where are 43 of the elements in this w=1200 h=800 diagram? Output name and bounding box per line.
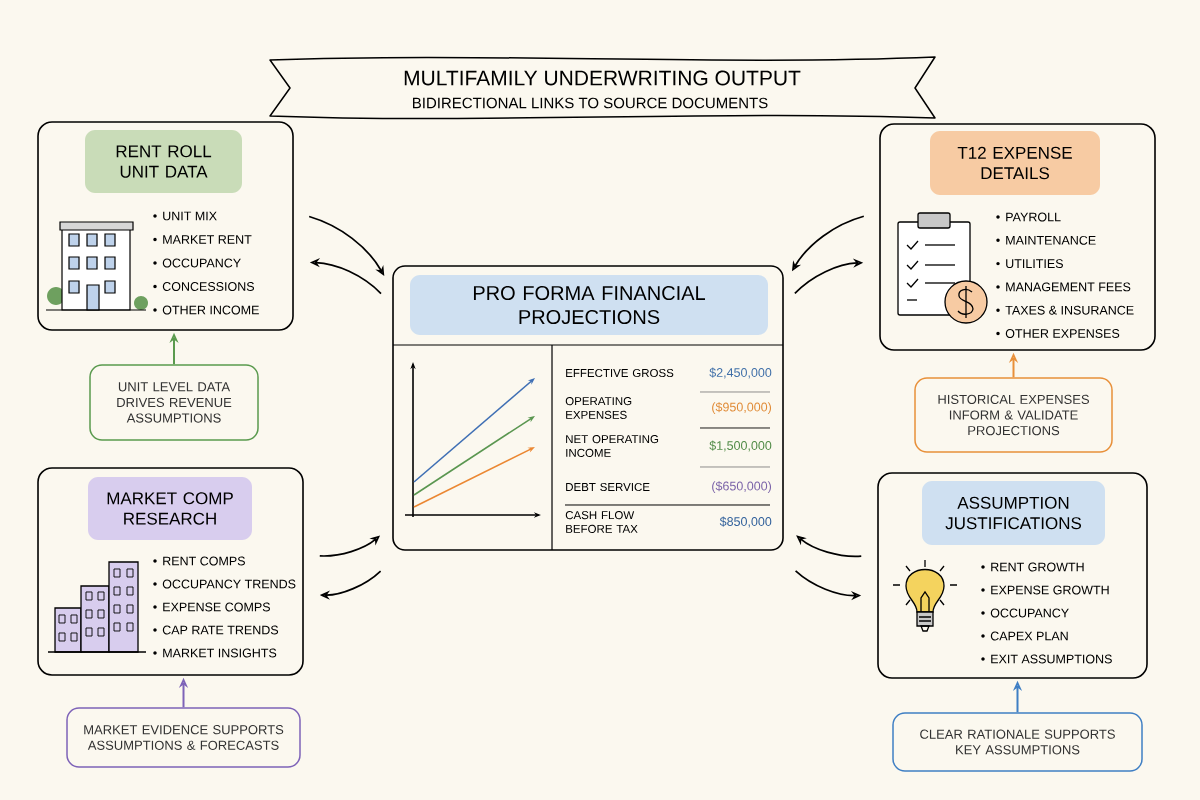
bullet-item: EXPENSE COMPS xyxy=(153,602,270,612)
bullet-item: EXPENSE GROWTH xyxy=(981,585,1109,595)
note-box: UNIT LEVEL DATA DRIVES REVENUE ASSUMPTIONS xyxy=(89,364,259,441)
bullet-item: UTILITIES xyxy=(996,259,1063,269)
heading-label: ASSUMPTION JUSTIFICATIONS xyxy=(922,481,1105,545)
heading-label: MARKET COMP RESEARCH xyxy=(88,477,252,540)
arrow xyxy=(796,535,863,558)
bullet-item: PAYROLL xyxy=(996,212,1061,222)
note-box: HISTORICAL EXPENSES INFORM & VALIDATE PROJECTIONS xyxy=(914,377,1113,453)
bullet-item: MANAGEMENT FEES xyxy=(996,282,1131,292)
bullet-item: TAXES & INSURANCE xyxy=(996,305,1134,315)
heading-label: RENT ROLL UNIT DATA xyxy=(85,130,242,193)
note-box: CLEAR RATIONALE SUPPORTS KEY ASSUMPTIONS xyxy=(892,712,1143,772)
bullet-item: OCCUPANCY xyxy=(153,258,241,268)
bullet-item: OTHER INCOME xyxy=(153,305,259,315)
amount-value: $850,000 xyxy=(719,516,772,528)
note-box: MARKET EVIDENCE SUPPORTS ASSUMPTIONS & FORECASTS xyxy=(66,707,301,768)
bullet-item: RENT COMPS xyxy=(153,556,245,566)
amount-value: $2,450,000 xyxy=(709,367,772,379)
bullet-item: MARKET INSIGHTS xyxy=(153,648,277,658)
amount-value: ($950,000) xyxy=(712,402,771,414)
row-label: NET OPERATING INCOME xyxy=(566,435,659,457)
row-label: EFFECTIVE GROSS xyxy=(566,368,674,378)
bullet-item: CAPEX PLAN xyxy=(981,631,1068,641)
bullet-item: CONCESSIONS xyxy=(153,282,254,291)
bullet-item: MAINTENANCE xyxy=(996,235,1096,245)
bullet-item: UNIT MIX xyxy=(153,211,217,221)
bullet-item: OTHER EXPENSES xyxy=(996,329,1120,338)
amount-value: ($650,000) xyxy=(712,481,771,493)
row-label: DEBT SERVICE xyxy=(566,482,650,492)
bullet-item: OCCUPANCY TRENDS xyxy=(153,579,296,589)
bullet-item: CAP RATE TRENDS xyxy=(153,625,279,635)
heading-label: T12 EXPENSE DETAILS xyxy=(930,131,1100,195)
row-label: OPERATING EXPENSES xyxy=(565,397,632,419)
heading-label: PRO FORMA FINANCIAL PROJECTIONS xyxy=(410,275,768,335)
bullet-item: MARKET RENT xyxy=(153,235,252,244)
subtitle: BIDIRECTIONAL LINKS TO SOURCE DOCUMENTS xyxy=(413,97,768,109)
title: MULTIFAMILY UNDERWRITING OUTPUT xyxy=(404,70,801,86)
bullet-item: EXIT ASSUMPTIONS xyxy=(981,654,1112,664)
bullet-item: OCCUPANCY xyxy=(981,608,1069,618)
amount-value: $1,500,000 xyxy=(709,440,772,452)
bullet-item: RENT GROWTH xyxy=(981,562,1084,572)
row-label: CASH FLOW BEFORE TAX xyxy=(565,511,638,533)
